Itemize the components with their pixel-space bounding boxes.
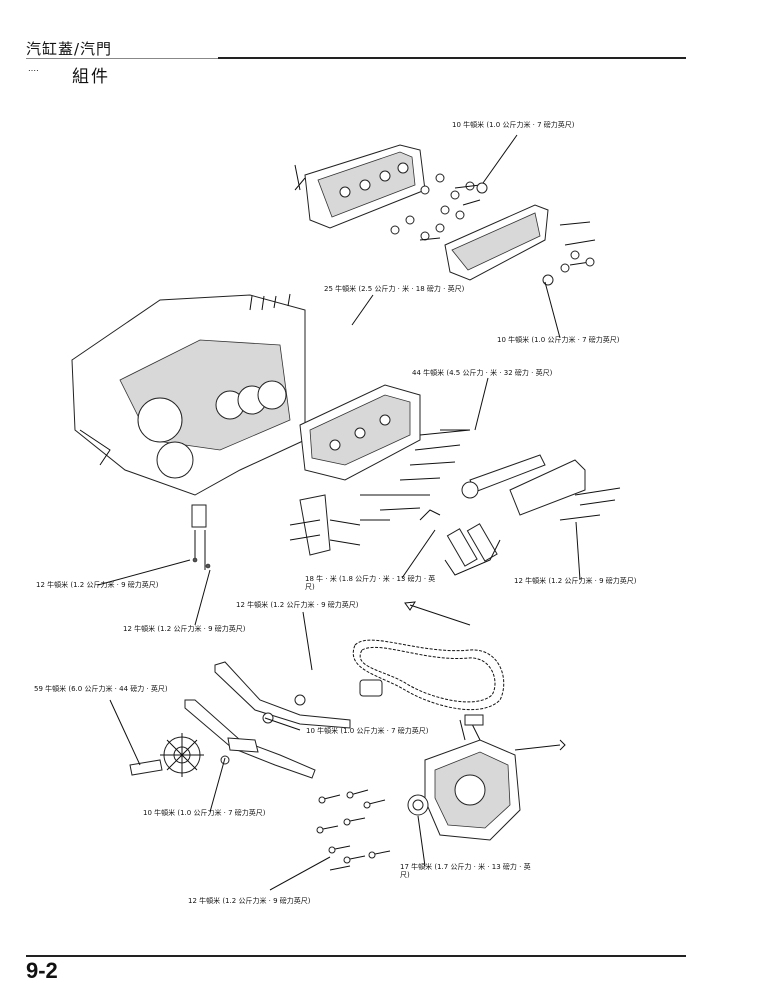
spark-plug-caps [419,509,501,576]
section-tag: ‥‥ [28,64,39,73]
chain-guide-left [184,661,351,779]
torque-label: 12 牛頓米 (1.2 公斤力米 · 9 磅力英尺) [123,625,246,633]
cylinder-head [299,384,421,481]
torque-label: 17 牛頓米 (1.7 公斤力 · 米 · 13 磅力 · 英尺) [400,863,531,879]
side-cover [444,204,596,286]
timing-cover [407,714,521,841]
torque-label: 10 牛頓米 (1.0 公斤力米 · 7 磅力英尺) [452,121,575,129]
cover-bolts [390,173,488,241]
torque-label: 12 牛頓米 (1.2 公斤力米 · 9 磅力英尺) [36,581,159,589]
section-title: 汽缸蓋/汽門 [26,40,113,58]
torque-label: 25 牛頓米 (2.5 公斤力 · 米 · 18 磅力 · 英尺) [324,285,465,293]
page-number: 9-2 [26,958,58,983]
camshaft [461,454,586,516]
torque-label: 44 牛頓米 (4.5 公斤力 · 米 · 32 磅力 · 英尺) [412,369,553,377]
torque-label: 10 牛頓米 (1.0 公斤力米 · 7 磅力英尺) [306,727,429,735]
leader-lines [97,134,581,891]
page-subtitle: 組件 [72,67,110,87]
cam-chain-guide [289,494,361,556]
torque-label: 12 牛頓米 (1.2 公斤力米 · 9 磅力英尺) [188,897,311,905]
header-rule [218,57,686,59]
timing-cover-bolts [316,789,391,871]
torque-label: 10 牛頓米 (1.0 公斤力米 · 7 磅力英尺) [143,809,266,817]
engine-block [71,293,306,496]
direction-arrows [404,601,566,751]
tensioner-bolts [220,737,259,765]
torque-label: 59 牛頓米 (6.0 公斤力米 · 44 磅力 · 英尺) [34,685,168,693]
timing-chain [352,639,505,711]
oil-pressure-switch [191,504,211,570]
torque-label: 10 牛頓米 (1.0 公斤力米 · 7 磅力英尺) [497,336,620,344]
torque-label: 12 牛頓米 (1.2 公斤力米 · 9 磅力英尺) [236,601,359,609]
cam-sprocket [129,733,204,777]
head-bolts [360,429,621,521]
torque-label: 18 牛 · 米 (1.8 公斤力 · 米 · 13 磅力 · 英尺) [305,575,436,591]
footer-rule [26,955,686,957]
header-thin-rule [26,58,218,59]
torque-label: 12 牛頓米 (1.2 公斤力米 · 9 磅力英尺) [514,577,637,585]
cylinder-head-cover [294,144,426,229]
